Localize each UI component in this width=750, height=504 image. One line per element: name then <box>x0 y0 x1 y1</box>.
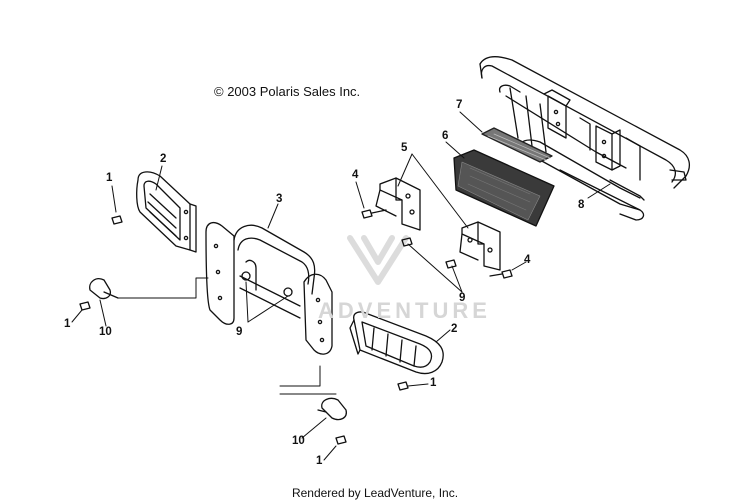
bolt-part-1-a <box>111 215 123 225</box>
bolt-part-1-b <box>79 301 91 311</box>
callout-3: 3 <box>276 193 283 205</box>
callout-1-d: 1 <box>316 455 323 467</box>
callout-8: 8 <box>578 199 585 211</box>
bolt-part-4-left <box>361 209 387 219</box>
footer-credit: Rendered by LeadVenture, Inc. <box>291 486 459 500</box>
watermark-text: ADVENTURE <box>318 298 491 323</box>
bolt-part-1-c <box>397 381 409 391</box>
callout-6: 6 <box>442 130 449 142</box>
watermark-logo <box>347 235 409 285</box>
guard-part-2-left <box>136 171 197 253</box>
mount-knob-part-10-upper <box>89 278 119 300</box>
bolt-part-4-right <box>489 269 513 279</box>
callout-4-b: 4 <box>524 254 531 266</box>
callout-1-c: 1 <box>430 377 437 389</box>
callout-2-a: 2 <box>160 153 167 165</box>
nut-part-9-upper <box>401 237 413 247</box>
callout-7: 7 <box>456 99 463 111</box>
callout-2-b: 2 <box>451 323 458 335</box>
callout-1-a: 1 <box>106 172 113 184</box>
grille-strip-part-7 <box>481 127 553 163</box>
leader-lines <box>71 111 611 461</box>
callout-9-a: 9 <box>236 326 243 338</box>
callout-4-a: 4 <box>352 169 359 181</box>
mesh-grille-part-6 <box>453 149 555 227</box>
bracket-part-5-right <box>459 221 501 271</box>
callout-10-b: 10 <box>292 435 305 447</box>
brush-guard-part-3 <box>205 221 333 355</box>
bracket-part-5-left <box>375 177 421 231</box>
callout-9-b: 9 <box>459 292 466 304</box>
callout-1-b: 1 <box>64 318 71 330</box>
nut-part-9-lower <box>445 259 457 269</box>
callout-5: 5 <box>401 142 408 154</box>
copyright-notice: © 2003 Polaris Sales Inc. <box>214 84 361 99</box>
guard-part-2-lower <box>349 311 444 375</box>
bolt-part-1-d <box>335 435 347 445</box>
callout-10-a: 10 <box>99 326 112 338</box>
mount-knob-part-10-lower <box>317 397 347 421</box>
